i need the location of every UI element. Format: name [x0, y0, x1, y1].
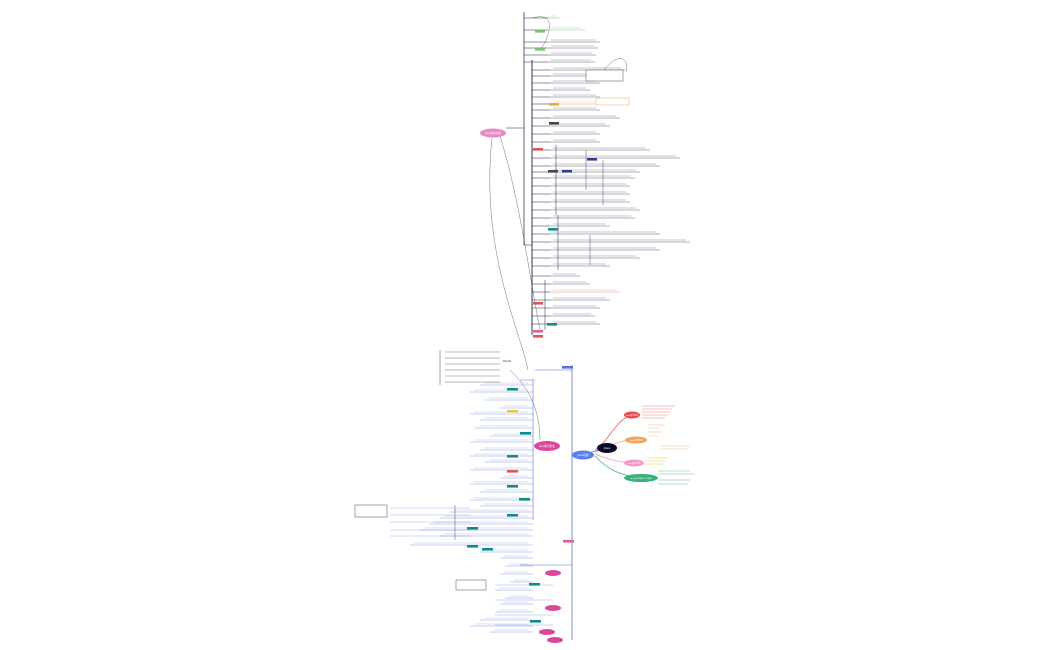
tag-pink-1[interactable]	[533, 330, 543, 333]
tag-teal-7[interactable]	[519, 498, 530, 501]
tag-teal-12[interactable]	[529, 583, 540, 586]
tag-navy-2[interactable]	[587, 158, 597, 161]
pink-node-1[interactable]	[545, 570, 561, 576]
branch-node-features[interactable]	[624, 411, 640, 419]
tag-teal-13[interactable]	[530, 620, 541, 623]
lower-tree	[390, 350, 573, 640]
pink-node-3[interactable]	[539, 629, 555, 635]
note-box-4[interactable]	[455, 579, 487, 591]
upper-node[interactable]	[480, 128, 506, 138]
note-box-3[interactable]	[354, 504, 388, 518]
tag-teal-9[interactable]	[467, 527, 478, 530]
tag-navy-1[interactable]	[562, 170, 572, 173]
tag-teal-5[interactable]	[507, 455, 518, 458]
tag-dark-2[interactable]	[548, 170, 558, 173]
branch-label-features: Java语言特点	[625, 413, 638, 417]
tag-red-4[interactable]	[507, 470, 518, 473]
note-box-2[interactable]	[595, 97, 630, 106]
tag-dark[interactable]	[549, 122, 559, 125]
center-label: Java基础	[577, 453, 589, 457]
tag-pink-2[interactable]	[563, 540, 574, 543]
root-node[interactable]	[597, 443, 617, 453]
branch-node-syntax[interactable]	[624, 459, 644, 467]
tag-boxes	[354, 30, 630, 643]
tag-teal-8[interactable]	[507, 514, 518, 517]
tag-teal-2[interactable]	[547, 323, 557, 326]
branch-node-runtime[interactable]	[624, 474, 658, 482]
branch-node-env[interactable]	[625, 436, 647, 444]
upper-label: Java面向对象	[484, 131, 501, 135]
upper-tree	[506, 12, 690, 335]
lower-label: Java集合框架	[538, 444, 555, 448]
tag-blue-1[interactable]	[562, 366, 573, 369]
right-details	[642, 405, 694, 485]
branch-label-env: Java环境搭建	[629, 438, 642, 442]
center-node[interactable]	[572, 450, 594, 460]
tag-yellow[interactable]	[507, 410, 518, 413]
tag-green-2[interactable]	[535, 48, 545, 51]
tag-red-3[interactable]	[533, 335, 543, 338]
note-box-1[interactable]	[585, 69, 624, 82]
root-label: Java	[603, 446, 610, 450]
cross-connectors	[489, 16, 628, 441]
tag-teal-1[interactable]	[548, 228, 558, 231]
pink-node-4[interactable]	[547, 637, 563, 643]
tag-teal-3[interactable]	[507, 388, 518, 391]
upper-left-title: 面向过程	[503, 359, 511, 363]
lower-node[interactable]	[534, 441, 560, 451]
tag-green-1[interactable]	[535, 30, 545, 33]
tag-teal-4[interactable]	[520, 432, 531, 435]
tag-teal-10[interactable]	[467, 545, 478, 548]
tag-red-2[interactable]	[533, 302, 543, 305]
tag-teal-11[interactable]	[482, 548, 493, 551]
branch-label-syntax: Java基本语法	[627, 461, 640, 465]
tag-teal-6[interactable]	[507, 485, 518, 488]
tag-red-1[interactable]	[533, 148, 543, 151]
pink-node-2[interactable]	[545, 605, 561, 611]
tag-orange[interactable]	[549, 103, 559, 106]
branch-label-runtime: Java运行机制与工作原理	[629, 476, 651, 480]
